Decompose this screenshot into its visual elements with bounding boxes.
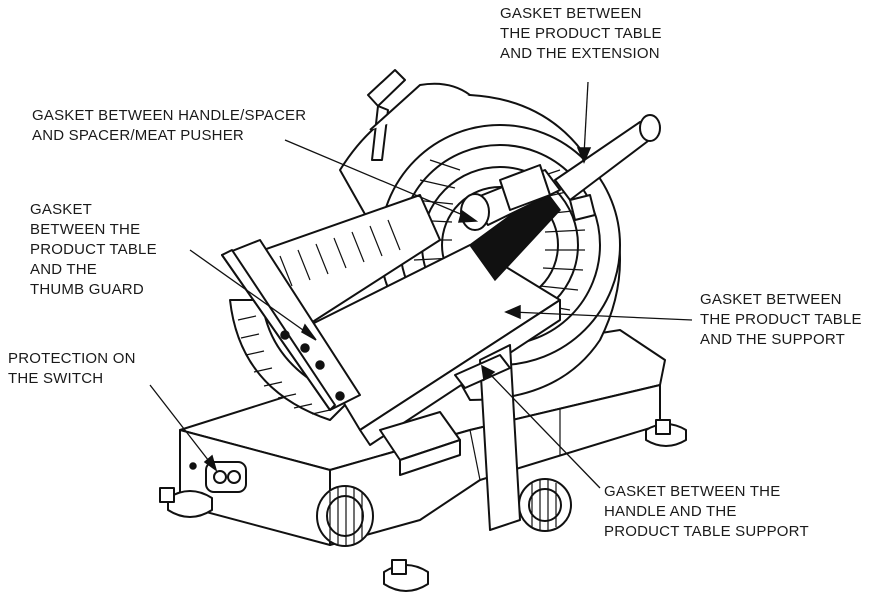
label-line: THE PRODUCT TABLE	[700, 311, 862, 328]
leader-lines	[149, 81, 693, 489]
leader-line-handle-spacer	[284, 139, 479, 223]
label-line: GASKET BETWEEN HANDLE/SPACER	[32, 107, 307, 124]
leader-line-table-extension	[576, 81, 592, 164]
label-line: THE PRODUCT TABLE	[500, 25, 662, 42]
label-line: PRODUCT TABLE	[30, 241, 157, 258]
label-gasket-table-extension: GASKET BETWEEN THE PRODUCT TABLE AND THE…	[500, 4, 662, 64]
label-line: THUMB GUARD	[30, 281, 144, 298]
label-line: AND THE	[30, 261, 97, 278]
label-line: GASKET BETWEEN THE	[604, 483, 781, 500]
label-line: HANDLE AND THE	[604, 503, 737, 520]
label-line: GASKET	[30, 201, 93, 218]
label-line: GASKET BETWEEN	[500, 5, 642, 22]
label-gasket-handle-spacer: GASKET BETWEEN HANDLE/SPACER AND SPACER/…	[32, 106, 306, 146]
label-gasket-table-support: GASKET BETWEEN THE PRODUCT TABLE AND THE…	[700, 290, 862, 350]
leader-line-handle-table-support	[481, 364, 601, 489]
label-gasket-thumb-guard: GASKET BETWEEN THE PRODUCT TABLE AND THE…	[30, 200, 157, 300]
leader-line-table-support	[504, 304, 693, 321]
label-line: AND SPACER/MEAT PUSHER	[32, 127, 244, 144]
label-line: BETWEEN THE	[30, 221, 141, 238]
label-line: THE SWITCH	[8, 370, 104, 387]
label-line: PROTECTION ON	[8, 350, 136, 367]
label-line: GASKET BETWEEN	[700, 291, 842, 308]
leader-line-switch	[149, 384, 218, 472]
label-line: PRODUCT TABLE SUPPORT	[604, 523, 809, 540]
leader-line-thumb-guard	[189, 249, 317, 341]
label-line: AND THE EXTENSION	[500, 45, 660, 62]
label-gasket-handle-table-support: GASKET BETWEEN THE HANDLE AND THE PRODUC…	[604, 482, 809, 542]
label-line: AND THE SUPPORT	[700, 331, 845, 348]
product-table	[221, 188, 561, 531]
label-protection-switch: PROTECTION ON THE SWITCH	[8, 349, 136, 389]
